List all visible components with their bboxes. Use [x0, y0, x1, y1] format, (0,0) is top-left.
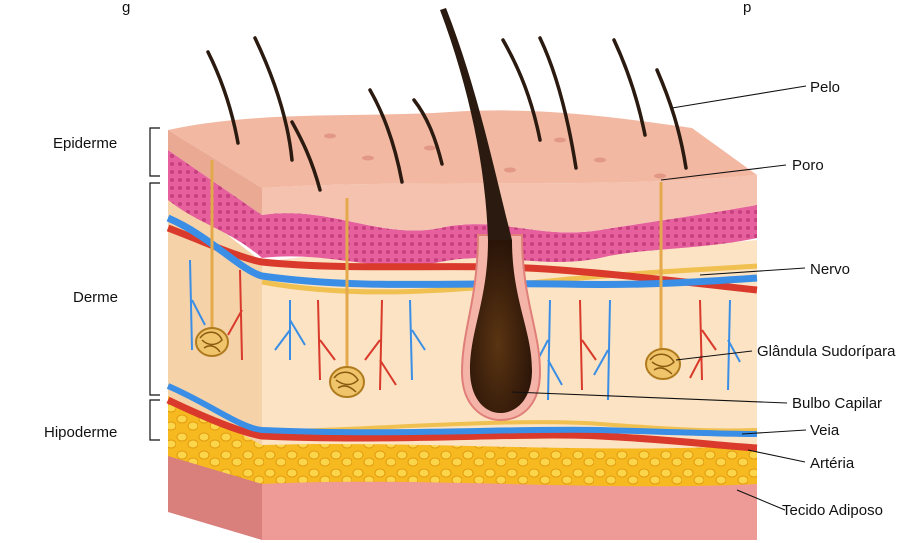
skin-surface	[168, 110, 757, 188]
sweat-gland-1	[196, 328, 228, 356]
label-hipoderme: Hipoderme	[44, 424, 117, 441]
label-epiderme: Epiderme	[53, 135, 117, 152]
leader-pelo	[672, 86, 806, 108]
epiderme-bracket	[150, 128, 160, 176]
header-text: g p	[122, 0, 751, 16]
sweat-gland-3	[646, 349, 680, 379]
layer-brackets	[150, 128, 160, 440]
label-glandula: Glândula Sudorípara	[757, 343, 896, 360]
label-veia: Veia	[810, 422, 840, 439]
label-bulbo: Bulbo Capilar	[792, 395, 882, 412]
label-arteria: Artéria	[810, 455, 855, 472]
derme-bracket	[150, 183, 160, 395]
hipoderme-bracket	[150, 400, 160, 440]
label-nervo: Nervo	[810, 261, 850, 278]
label-tecido: Tecido Adiposo	[782, 502, 883, 519]
label-pelo: Pelo	[810, 79, 840, 96]
label-poro: Poro	[792, 157, 824, 174]
skin-block	[168, 8, 757, 540]
sweat-gland-2	[330, 367, 364, 397]
label-derme: Derme	[73, 289, 118, 306]
